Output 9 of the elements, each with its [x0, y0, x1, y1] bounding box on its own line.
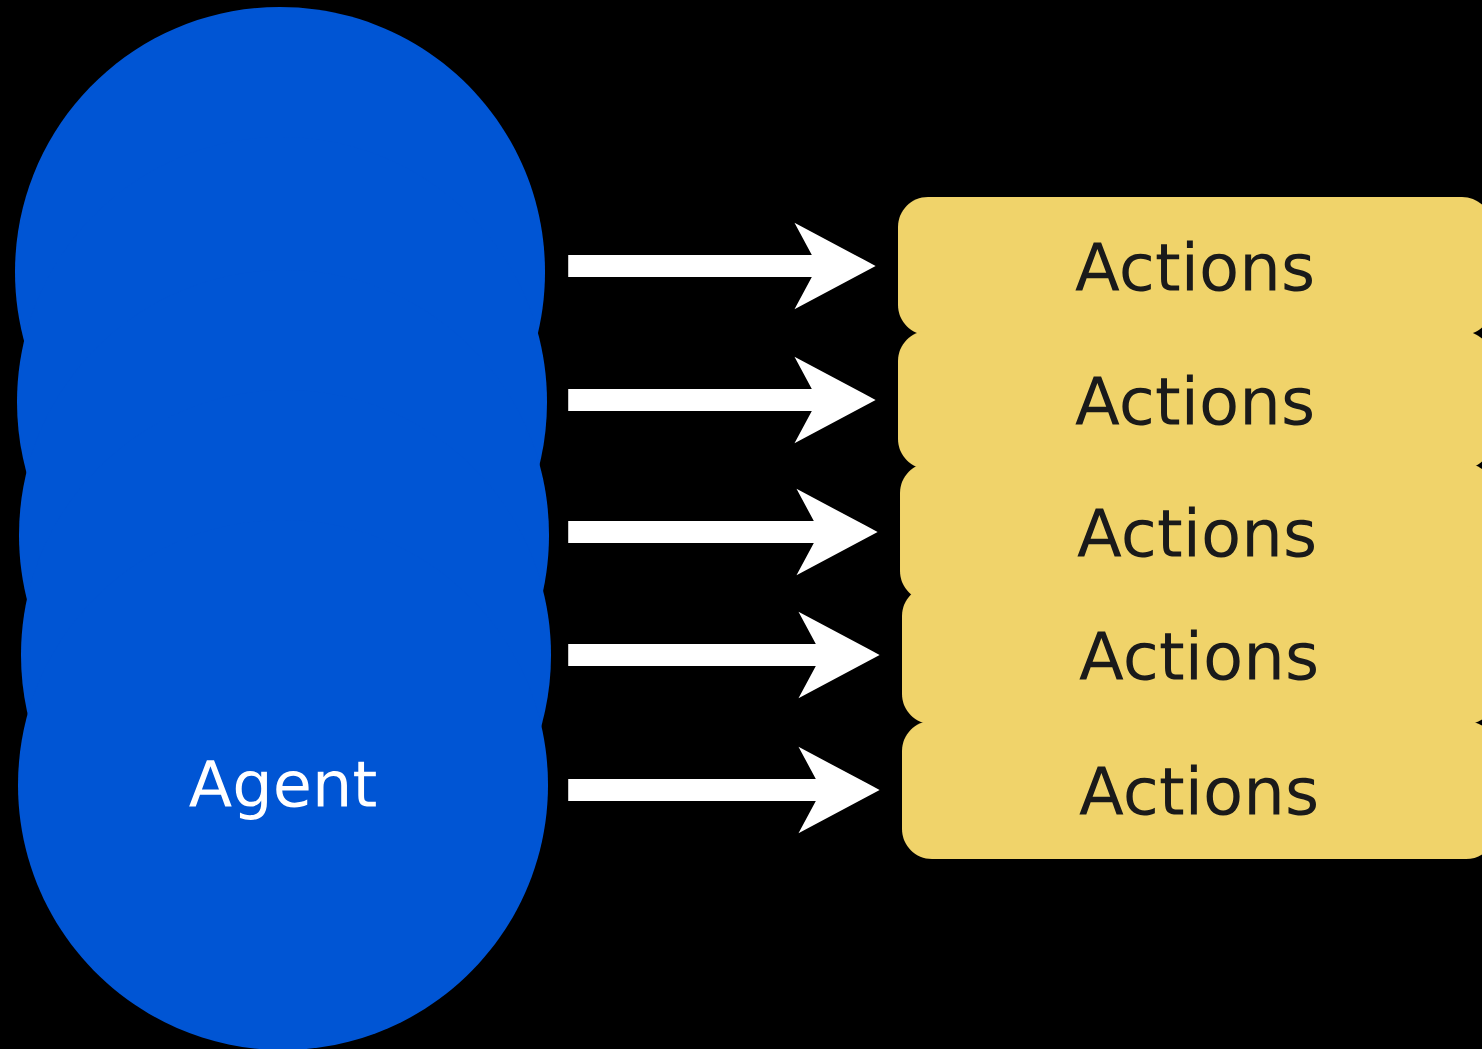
agent-blob: Agent [15, 7, 551, 1049]
node-label: Actions [1075, 374, 1312, 426]
node-label: Actions [1075, 240, 1312, 292]
actions-card: Actions [898, 331, 1482, 469]
node-label: Actions [1079, 629, 1316, 681]
node-label: Actions [1079, 764, 1316, 816]
node-label: Actions [1077, 506, 1314, 558]
actions-card: Actions [902, 721, 1482, 859]
actions-card: Actions [898, 197, 1482, 335]
